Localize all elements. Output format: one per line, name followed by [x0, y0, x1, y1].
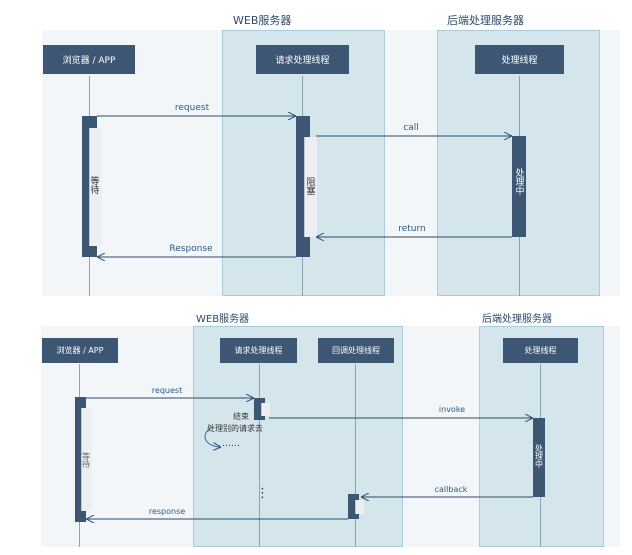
- bottom-response-label: response: [148, 507, 186, 516]
- bottom-worker-processing-label: 处理中: [534, 444, 544, 468]
- top-worker-thread-activation: [512, 136, 526, 237]
- bottom-request-thread-lifeline: [259, 364, 260, 547]
- bottom-web-server-title: WEB服务器: [196, 314, 250, 325]
- top-backend-server-title: 后端处理服务器: [447, 14, 524, 27]
- bottom-callback-thread-activation: [348, 494, 359, 519]
- top-backend-server-region: [437, 30, 600, 296]
- bottom-note-curve-arrow: [204, 426, 220, 447]
- top-request-thread-actor: 请求处理线程: [256, 45, 349, 74]
- top-browser-actor: 浏览器 / APP: [43, 45, 135, 74]
- bottom-request-thread-actor: 请求处理线程: [220, 338, 297, 363]
- bottom-invoke-label: invoke: [438, 405, 466, 414]
- top-request-blocked-label: 阻塞: [304, 177, 315, 195]
- bottom-vertical-dots: ⋮: [256, 486, 269, 501]
- top-call-label: call: [403, 123, 419, 133]
- top-request-thread-activation-inner: [304, 137, 317, 237]
- top-return-label: return: [398, 224, 426, 234]
- top-worker-thread-actor: 处理线程: [475, 45, 564, 74]
- bottom-browser-actor: 浏览器 / APP: [42, 338, 118, 363]
- top-response-label: Response: [169, 244, 213, 254]
- bottom-backend-server-title: 后端处理服务器: [482, 314, 552, 325]
- bottom-request-label: request: [151, 386, 183, 395]
- bottom-browser-wait-label: 等待: [81, 452, 91, 468]
- bottom-request-thread-activation: [254, 398, 265, 420]
- top-browser-wait-label: 等待: [88, 176, 99, 194]
- bottom-worker-thread-actor: 处理线程: [503, 338, 578, 363]
- bottom-end-note-line2: 处理别的请求去: [207, 424, 263, 433]
- bottom-end-note-line1: 结束: [233, 412, 249, 421]
- bottom-worker-thread-activation: [533, 418, 545, 497]
- top-worker-processing-label: 处理中: [513, 168, 524, 195]
- bottom-browser-activation-inner: [81, 408, 92, 511]
- bottom-browser-activation: [75, 397, 86, 522]
- top-browser-activation-inner: [89, 128, 102, 246]
- top-request-label: request: [174, 103, 210, 113]
- bottom-ellipsis-note: ……: [222, 439, 240, 449]
- bottom-callback-thread-lifeline: [355, 364, 356, 547]
- bottom-callback-thread-actor: 回调处理线程: [318, 338, 394, 363]
- bottom-request-thread-activation-inner: [261, 403, 270, 416]
- bottom-callback-thread-activation-inner: [355, 500, 364, 514]
- bottom-callback-label: callback: [434, 485, 468, 494]
- top-web-server-title: WEB服务器: [233, 14, 292, 27]
